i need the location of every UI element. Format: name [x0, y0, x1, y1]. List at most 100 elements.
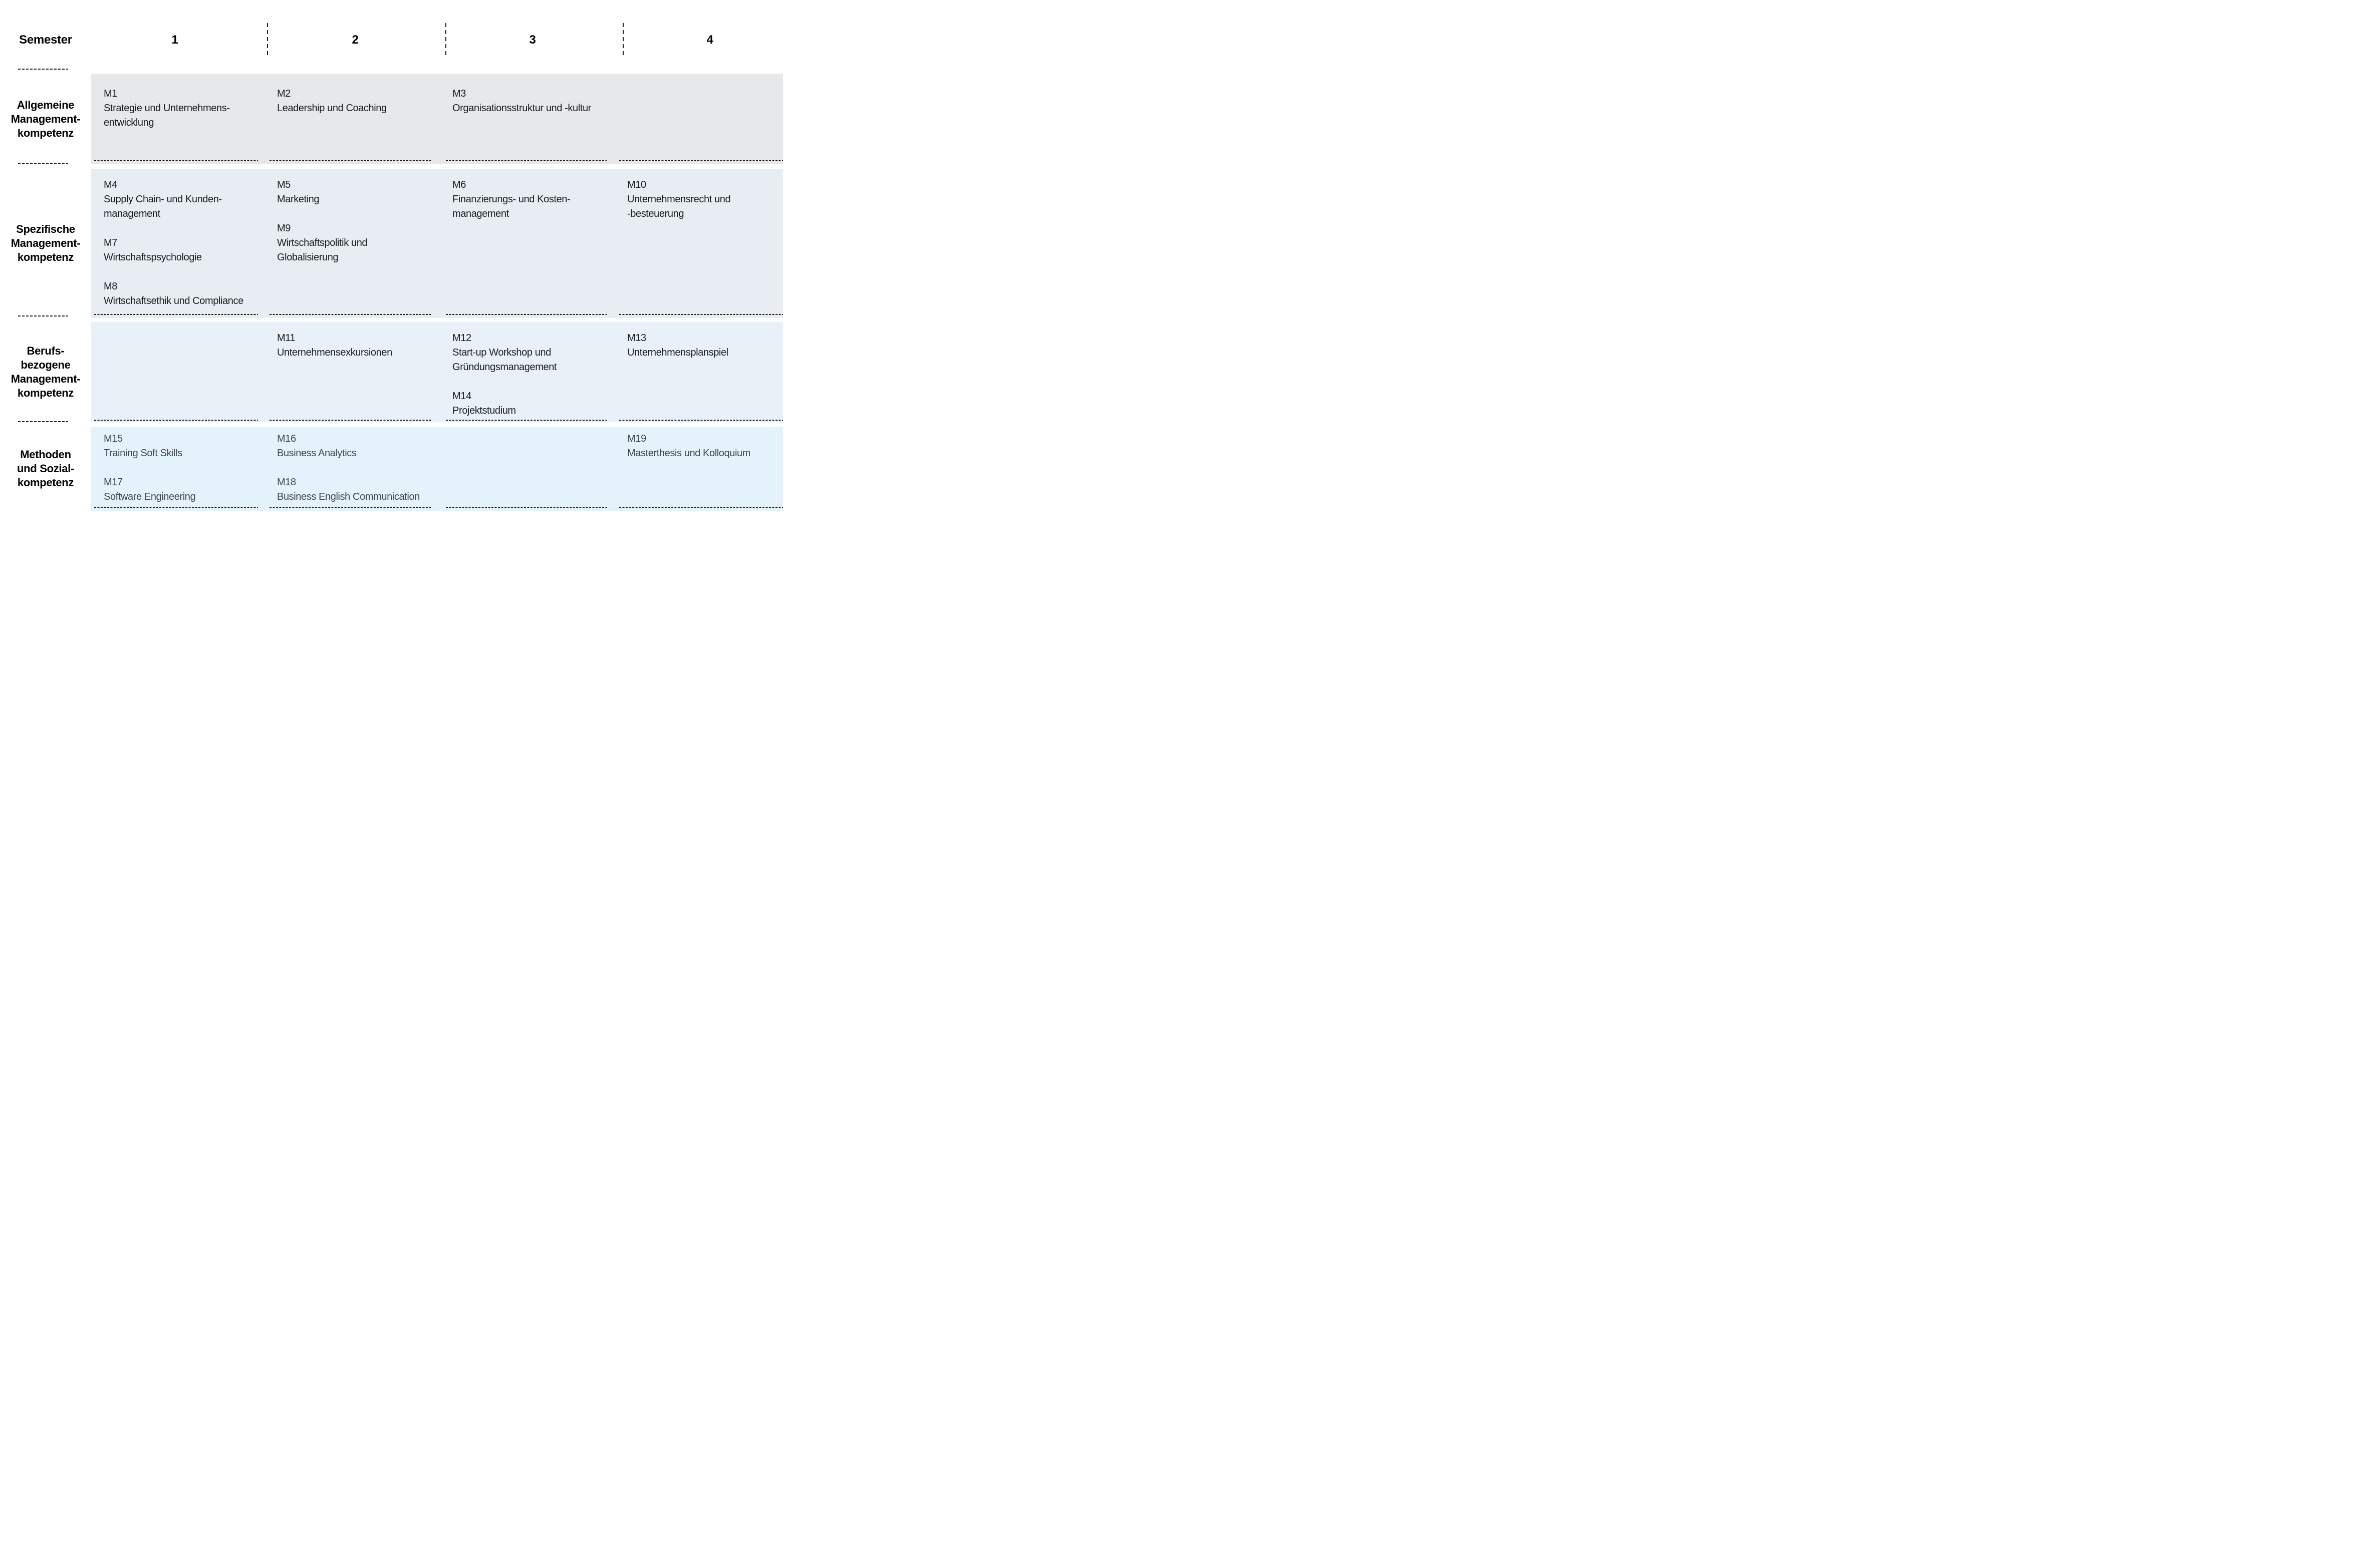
row-label-allgemeine-managementkompetenz: Allgemeine Management- kompetenz [11, 98, 81, 139]
module-code: M16 [277, 433, 296, 444]
module-code: M1 [104, 88, 117, 99]
curriculum-matrix: Semester 1 2 3 4 Allgemeine Management- … [0, 0, 785, 523]
label-column-separator [18, 316, 68, 317]
row-label-berufsbezogene-managementkompetenz: Berufs- bezogene Management- kompetenz [11, 345, 81, 399]
module-code: M12 [452, 333, 471, 344]
row-label-spezifische-managementkompetenz: Spezifische Management- kompetenz [11, 223, 81, 263]
label-column-separator [18, 421, 68, 422]
row-label-methoden-und-sozialkompetenz: Methoden und Sozial- kompetenz [17, 448, 75, 489]
header-column-divider [445, 23, 446, 57]
module-code: M6 [452, 179, 466, 190]
row-separator-dash [619, 420, 783, 421]
module-code: M3 [452, 88, 466, 99]
label-column-separator [18, 69, 68, 70]
row-separator-dash [619, 314, 783, 315]
module-code: M2 [277, 88, 291, 99]
module-title: Unternehmensrecht und -besteuerung [627, 194, 731, 219]
row-separator-dash [94, 160, 258, 161]
module-code: M19 [627, 433, 646, 444]
module-code: M9 [277, 223, 291, 234]
module-title: Unternehmensexkursionen [277, 347, 392, 358]
module-code: M8 [104, 281, 117, 292]
module-title: Wirtschaftsethik und Compliance [104, 295, 243, 306]
row-separator-dash [446, 420, 607, 421]
module-code: M10 [627, 179, 646, 190]
row-separator-dash [94, 420, 258, 421]
module-title: Training Soft Skills [104, 448, 182, 459]
module-title: Software Engineering [104, 491, 196, 502]
cell-row3-sem1 [91, 322, 264, 422]
semester-column-4: 4 [706, 33, 713, 47]
module-title: Unternehmensplanspiel [627, 347, 728, 358]
module-title: Finanzierungs- und Kosten- management [452, 194, 571, 219]
module-code: M4 [104, 179, 117, 190]
module-code: M5 [277, 179, 291, 190]
row-separator-dash [446, 507, 607, 508]
module-title: Start-up Workshop und Gründungsmanagemen… [452, 347, 557, 373]
cell-row4-sem3 [439, 427, 613, 511]
row-separator-dash [446, 160, 607, 161]
module-title: Leadership und Coaching [277, 103, 387, 114]
module-title: Supply Chain- und Kunden- management [104, 194, 222, 219]
row-separator-dash [270, 507, 432, 508]
cell-row1-sem4 [613, 74, 783, 164]
row-separator-dash [94, 507, 258, 508]
module-title: Wirtschaftspolitik und Globalisierung [277, 237, 368, 263]
semester-header-label: Semester [19, 33, 72, 47]
header-column-divider [267, 23, 268, 57]
module-code: M15 [104, 433, 123, 444]
semester-column-1: 1 [171, 33, 178, 47]
header-column-divider [623, 23, 624, 57]
row-separator-dash [270, 314, 432, 315]
row-separator-dash [619, 507, 783, 508]
semester-column-3: 3 [529, 33, 536, 47]
semester-column-2: 2 [352, 33, 359, 47]
row-separator-dash [270, 420, 432, 421]
module-title: Business Analytics [277, 448, 357, 459]
module-title: Strategie und Unternehmens- entwicklung [104, 103, 230, 128]
label-column-separator [18, 163, 68, 164]
row-separator-dash [619, 160, 783, 161]
module-code: M18 [277, 477, 296, 488]
module-title: Marketing [277, 194, 320, 205]
module-code: M14 [452, 391, 471, 402]
module-title: Masterthesis und Kolloquium [627, 448, 750, 459]
module-code: M17 [104, 477, 123, 488]
row-separator-dash [94, 314, 258, 315]
row-separator-dash [270, 160, 432, 161]
